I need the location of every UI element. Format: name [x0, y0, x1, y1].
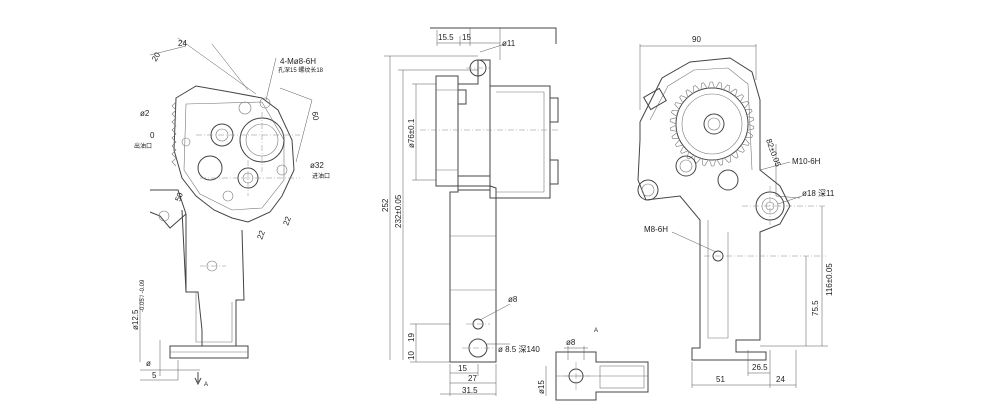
- dim-24-right: 24: [776, 375, 785, 384]
- hole-phi18: ø18 深11: [802, 189, 835, 198]
- dim-15-5: 15.5: [438, 33, 454, 42]
- dim-26-5: 26.5: [752, 363, 768, 372]
- dim-22b: 22: [281, 215, 293, 227]
- dim-15-bot: 15: [458, 364, 467, 373]
- dim-51: 51: [716, 375, 725, 384]
- dim-252: 252: [381, 198, 390, 212]
- dim-50: 50: [173, 191, 185, 203]
- dim-75-5: 75.5: [811, 300, 820, 316]
- tol-phi12-5: -0.05 / -0.09: [140, 279, 146, 312]
- thread-m10: M10-6H: [792, 157, 821, 166]
- dim-phi8: ø8: [508, 295, 518, 304]
- dim-phi11: ø11: [502, 39, 516, 48]
- section-a-label: A: [204, 382, 208, 388]
- outlet-label: 出油口: [134, 142, 152, 150]
- dim-15-top: 15: [462, 33, 471, 42]
- hole-note: ø 8.5 深140: [498, 345, 540, 354]
- thread-note: 4-Mø8-6H: [280, 57, 316, 66]
- dim-phi2: ø2: [140, 109, 150, 118]
- inlet-label: 进油口: [312, 172, 330, 180]
- dim-phi: ø: [146, 359, 151, 368]
- dim-60: 60: [310, 111, 321, 122]
- left-view: [139, 37, 313, 386]
- middle-view: [384, 27, 560, 396]
- dim-phi12-5: ø12.5: [131, 309, 140, 330]
- detail-view-a: [545, 346, 649, 401]
- detail-dim-phi15: ø15: [537, 380, 546, 394]
- dim-82: 82±0.05: [764, 138, 783, 169]
- depth-note: 孔深15 螺纹长18: [278, 66, 324, 74]
- gear-teeth: [669, 81, 755, 167]
- dim-22a: 22: [255, 229, 267, 241]
- dim-10: 10: [407, 351, 416, 360]
- thread-m8: M8-6H: [644, 225, 668, 234]
- dim-19: 19: [407, 333, 416, 342]
- dim-phi76: ø76±0.1: [407, 118, 416, 148]
- dim-phi32: ø32: [310, 161, 324, 170]
- dim-5: 5: [152, 371, 157, 380]
- dim-31-5: 31.5: [462, 386, 478, 395]
- dim-90: 90: [692, 35, 701, 44]
- dim-116: 116±0.05: [825, 263, 834, 296]
- detail-dim-phi8: ø8: [566, 338, 576, 347]
- dim-0: 0: [150, 131, 155, 140]
- dim-27: 27: [468, 374, 477, 383]
- detail-a-label: A: [594, 328, 598, 334]
- dim-232: 232±0.05: [394, 194, 403, 228]
- dim-24: 24: [178, 39, 187, 48]
- right-view: [637, 44, 828, 388]
